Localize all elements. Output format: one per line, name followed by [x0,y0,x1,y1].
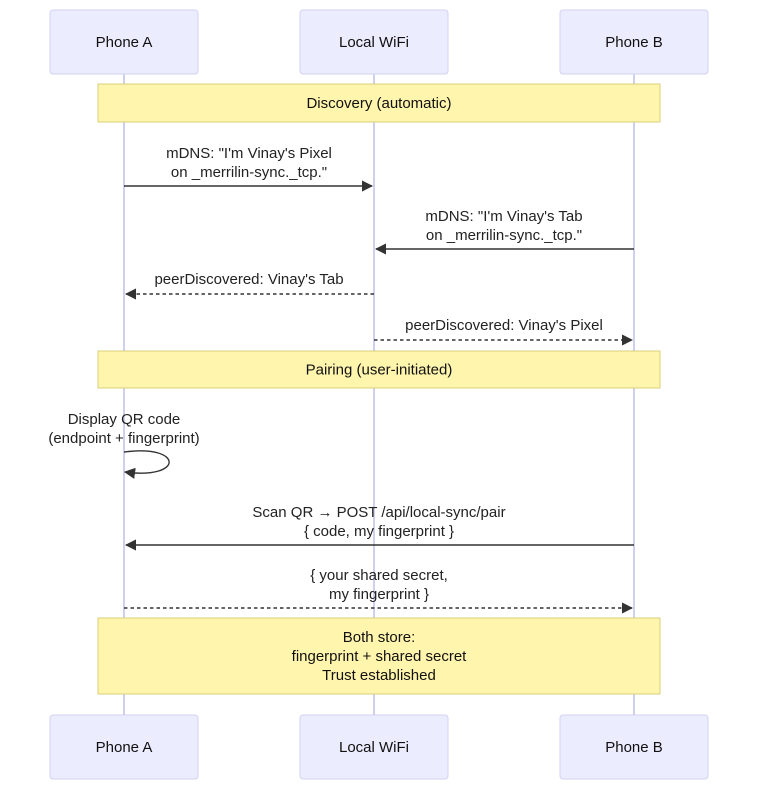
participant-phone-a-bottom: Phone A [49,714,199,780]
message-label: Scan QR → POST /api/local-sync/pair [252,504,505,521]
participant-box [559,714,709,780]
message-label: (endpoint + fingerprint) [48,430,199,447]
message-shared-secret: { your shared secret, my fingerprint } [124,567,634,614]
participant-label: Phone B [605,739,663,756]
note-text: fingerprint + shared secret [292,648,468,665]
message-scan-qr: Scan QR → POST /api/local-sync/pair { cod… [124,504,634,551]
note-text: Pairing (user-initiated) [306,362,453,379]
note-box [97,83,661,123]
message-display-qr: Display QR code (endpoint + fingerprint) [48,411,200,479]
message-label: on _merrilin-sync._tcp." [426,227,582,244]
note-both-store: Both store: fingerprint + shared secretTr… [97,617,661,695]
message-label: peerDiscovered: Vinay's Tab [154,271,343,288]
note-pairing: Pairing (user-initiated) [97,350,661,389]
message-peer-pixel: peerDiscovered: Vinay's Pixel [374,317,634,346]
participant-local-wifi-top: Local WiFi [299,9,449,75]
participant-box [49,9,199,75]
participant-label: Phone B [605,34,663,51]
participant-box [299,714,449,780]
participant-box [299,9,449,75]
participant-box [49,714,199,780]
message-label: { code, my fingerprint } [304,523,454,540]
participant-label: Phone A [96,34,153,51]
participant-local-wifi-bottom: Local WiFi [299,714,449,780]
note-text: Trust established [322,667,436,684]
message-label: mDNS: "I'm Vinay's Tab [425,208,582,225]
participant-label: Local WiFi [339,739,409,756]
message-label: peerDiscovered: Vinay's Pixel [405,317,603,334]
note-box [97,617,661,695]
message-mdns-pixel: mDNS: "I'm Vinay's Pixel on _merrilin-syn… [124,145,374,192]
participant-phone-b-top: Phone B [559,9,709,75]
note-text: Discovery (automatic) [306,95,451,112]
note-box [97,350,661,389]
note-text: Both store: [343,629,416,646]
note-discovery: Discovery (automatic) [97,83,661,123]
message-label: my fingerprint } [329,586,429,603]
message-label: { your shared secret, [310,567,448,584]
participant-label: Local WiFi [339,34,409,51]
message-peer-tab: peerDiscovered: Vinay's Tab [124,271,374,300]
message-label: Display QR code [68,411,181,428]
participant-box [559,9,709,75]
message-label: mDNS: "I'm Vinay's Pixel [166,145,332,162]
message-arrow [123,450,170,479]
participant-label: Phone A [96,739,153,756]
participant-phone-b-bottom: Phone B [559,714,709,780]
message-mdns-tab: mDNS: "I'm Vinay's Tab on _merrilin-sync.… [374,208,634,255]
message-label: on _merrilin-sync._tcp." [171,164,327,181]
participant-phone-a-top: Phone A [49,9,199,75]
